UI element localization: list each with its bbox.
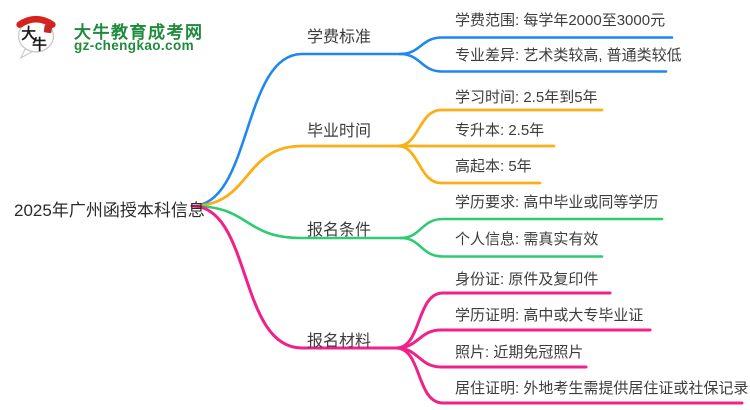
branch-label-materials: 报名材料: [307, 333, 372, 350]
leaf-photo: 照片: 近期免冠照片: [455, 344, 584, 361]
root-node-label: 2025年广州函授本科信息: [14, 201, 205, 220]
trunk-tuition-line: [190, 52, 402, 208]
leaf-line-tuition-major: [398, 52, 668, 73]
logo-domain-text: gz-chengkao.com: [74, 38, 195, 53]
leaf-gqb-duration: 高起本: 5年: [455, 158, 532, 175]
trunk-materials-line: [190, 204, 398, 350]
logo-char-da: 大: [21, 24, 36, 42]
trunk-conditions-line: [190, 204, 403, 240]
site-logo: 大 牛 大牛教育成考网 gz-chengkao.com: [12, 9, 242, 61]
leaf-line-id-card: [394, 291, 612, 350]
leaf-zsb-duration: 专升本: 2.5年: [455, 122, 545, 139]
leaf-edu-proof: 学历证明: 高中或大专毕业证: [455, 307, 644, 324]
leaf-line-gqb: [396, 144, 542, 185]
cow-speech-bubble-icon: 大 牛: [16, 15, 56, 59]
leaf-line-personal-info: [399, 236, 604, 258]
leaf-residence-proof: 居住证明: 外地考生需提供居住证或社保记录: [455, 380, 749, 397]
leaf-line-residence: [394, 346, 744, 405]
logo-red-cap: [16, 15, 56, 28]
leaf-tuition-range: 学费范围: 每学年2000至3000元: [455, 12, 666, 29]
trunk-graduation-line: [190, 144, 400, 208]
branch-label-conditions: 报名条件: [307, 222, 372, 239]
leaf-id-card: 身份证: 原件及复印件: [455, 271, 599, 288]
logo-red-seal: [43, 24, 53, 34]
leaf-tuition-major: 专业差异: 艺术类较高, 普通类较低: [455, 47, 682, 64]
branch-label-tuition: 学费标准: [307, 29, 372, 46]
branch-label-graduation: 毕业时间: [307, 123, 372, 140]
leaf-personal-info: 个人信息: 需真实有效: [455, 231, 599, 248]
leaf-edu-requirement: 学历要求: 高中毕业或同等学历: [455, 194, 659, 211]
leaf-study-time: 学习时间: 2.5年到5年: [455, 89, 598, 106]
logo-char-niu: 牛: [32, 36, 47, 54]
logo-brand-text: 大牛教育成考网: [74, 23, 204, 42]
